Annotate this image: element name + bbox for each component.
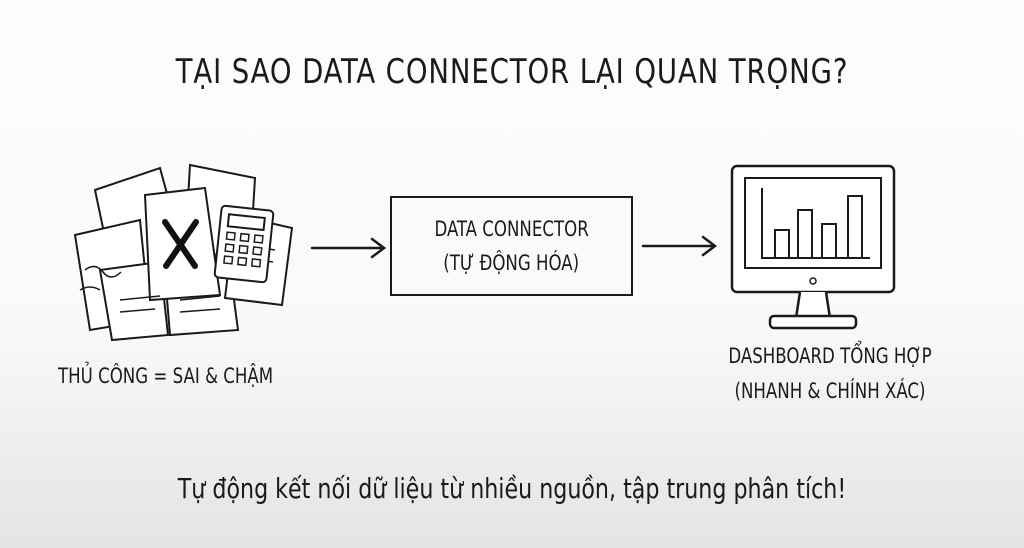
calculator-icon [213, 204, 275, 284]
x-mark-icon [162, 219, 199, 269]
dashboard-label: DASHBOARD TỔNG HỢP [728, 344, 932, 368]
connector-title: DATA CONNECTOR [434, 217, 589, 241]
arrow-icon [641, 235, 718, 257]
manual-label: THỦ CÔNG = SAI & CHẬM [58, 364, 274, 388]
footer-caption: Tự động kết nối dữ liệu từ nhiều nguồn, … [177, 472, 847, 505]
dashboard-sublabel: (NHANH & CHÍNH XÁC) [734, 379, 926, 403]
arrow-icon [310, 237, 387, 259]
page-title: TẠI SAO DATA CONNECTOR LẠI QUAN TRỌNG? [175, 52, 849, 92]
monitor-icon [730, 164, 896, 330]
data-connector-box: DATA CONNECTOR (TỰ ĐỘNG HÓA) [390, 196, 633, 296]
connector-subtitle: (TỰ ĐỘNG HÓA) [443, 251, 580, 275]
